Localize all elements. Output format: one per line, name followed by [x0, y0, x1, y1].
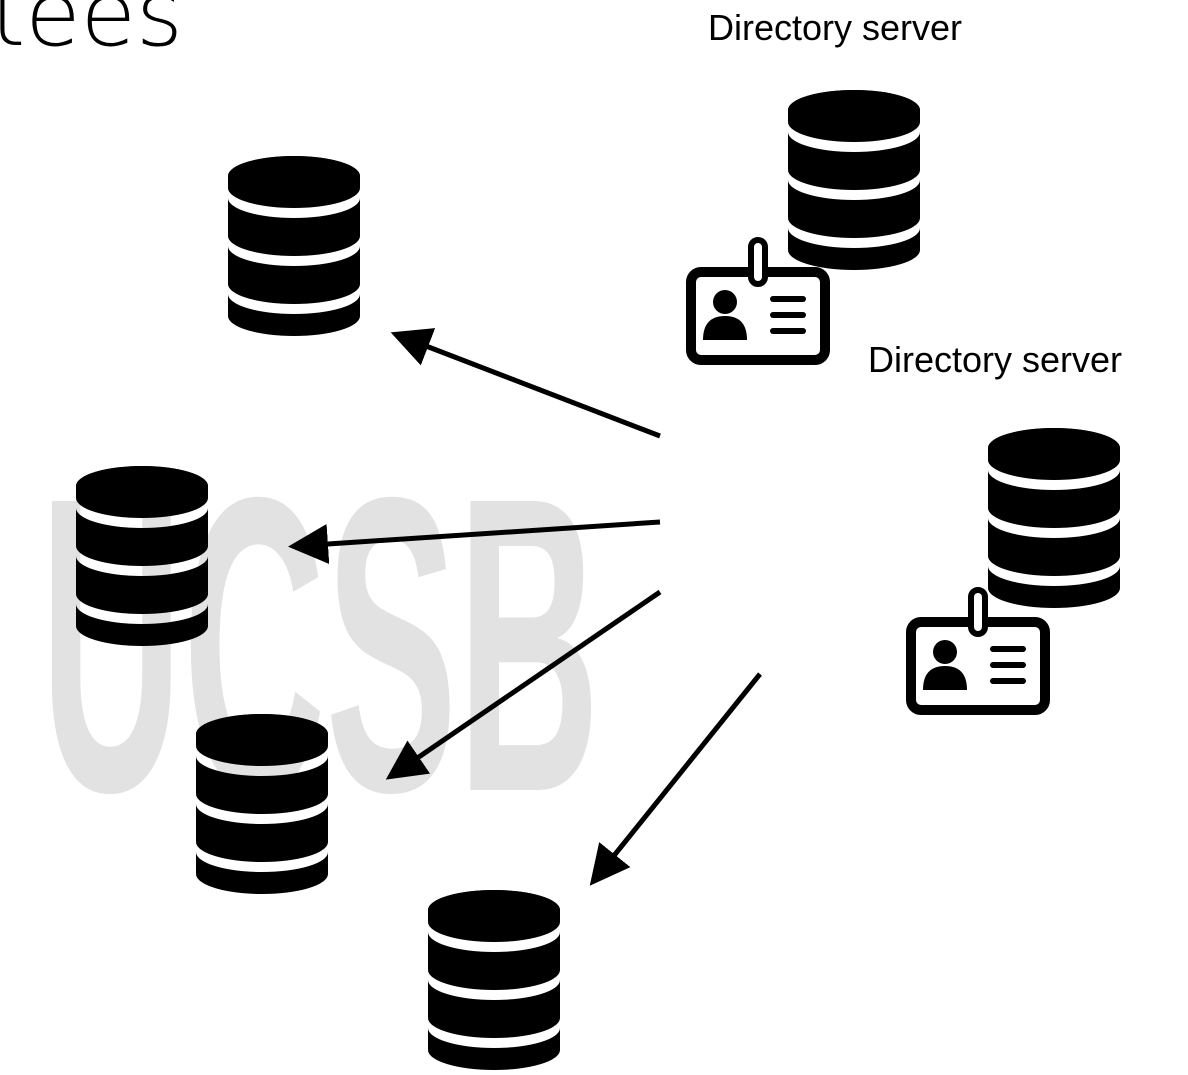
server-4-database-icon — [428, 890, 560, 1070]
arrow-to-server-4 — [589, 672, 762, 886]
directory-server-label-2: Directory server — [868, 339, 1122, 380]
directory-server-2-id-badge-icon — [911, 590, 1045, 710]
directory-server-label-1: Directory server — [708, 7, 962, 48]
directory-server-1-database-icon — [788, 90, 920, 270]
slide-title-fragment: tees — [0, 0, 183, 67]
arrow-to-server-3 — [385, 589, 662, 780]
directory-server-2-database-icon — [988, 428, 1120, 608]
arrow-to-server-2 — [288, 519, 661, 564]
server-1-database-icon — [228, 156, 360, 336]
arrow-to-server-1 — [390, 328, 661, 439]
